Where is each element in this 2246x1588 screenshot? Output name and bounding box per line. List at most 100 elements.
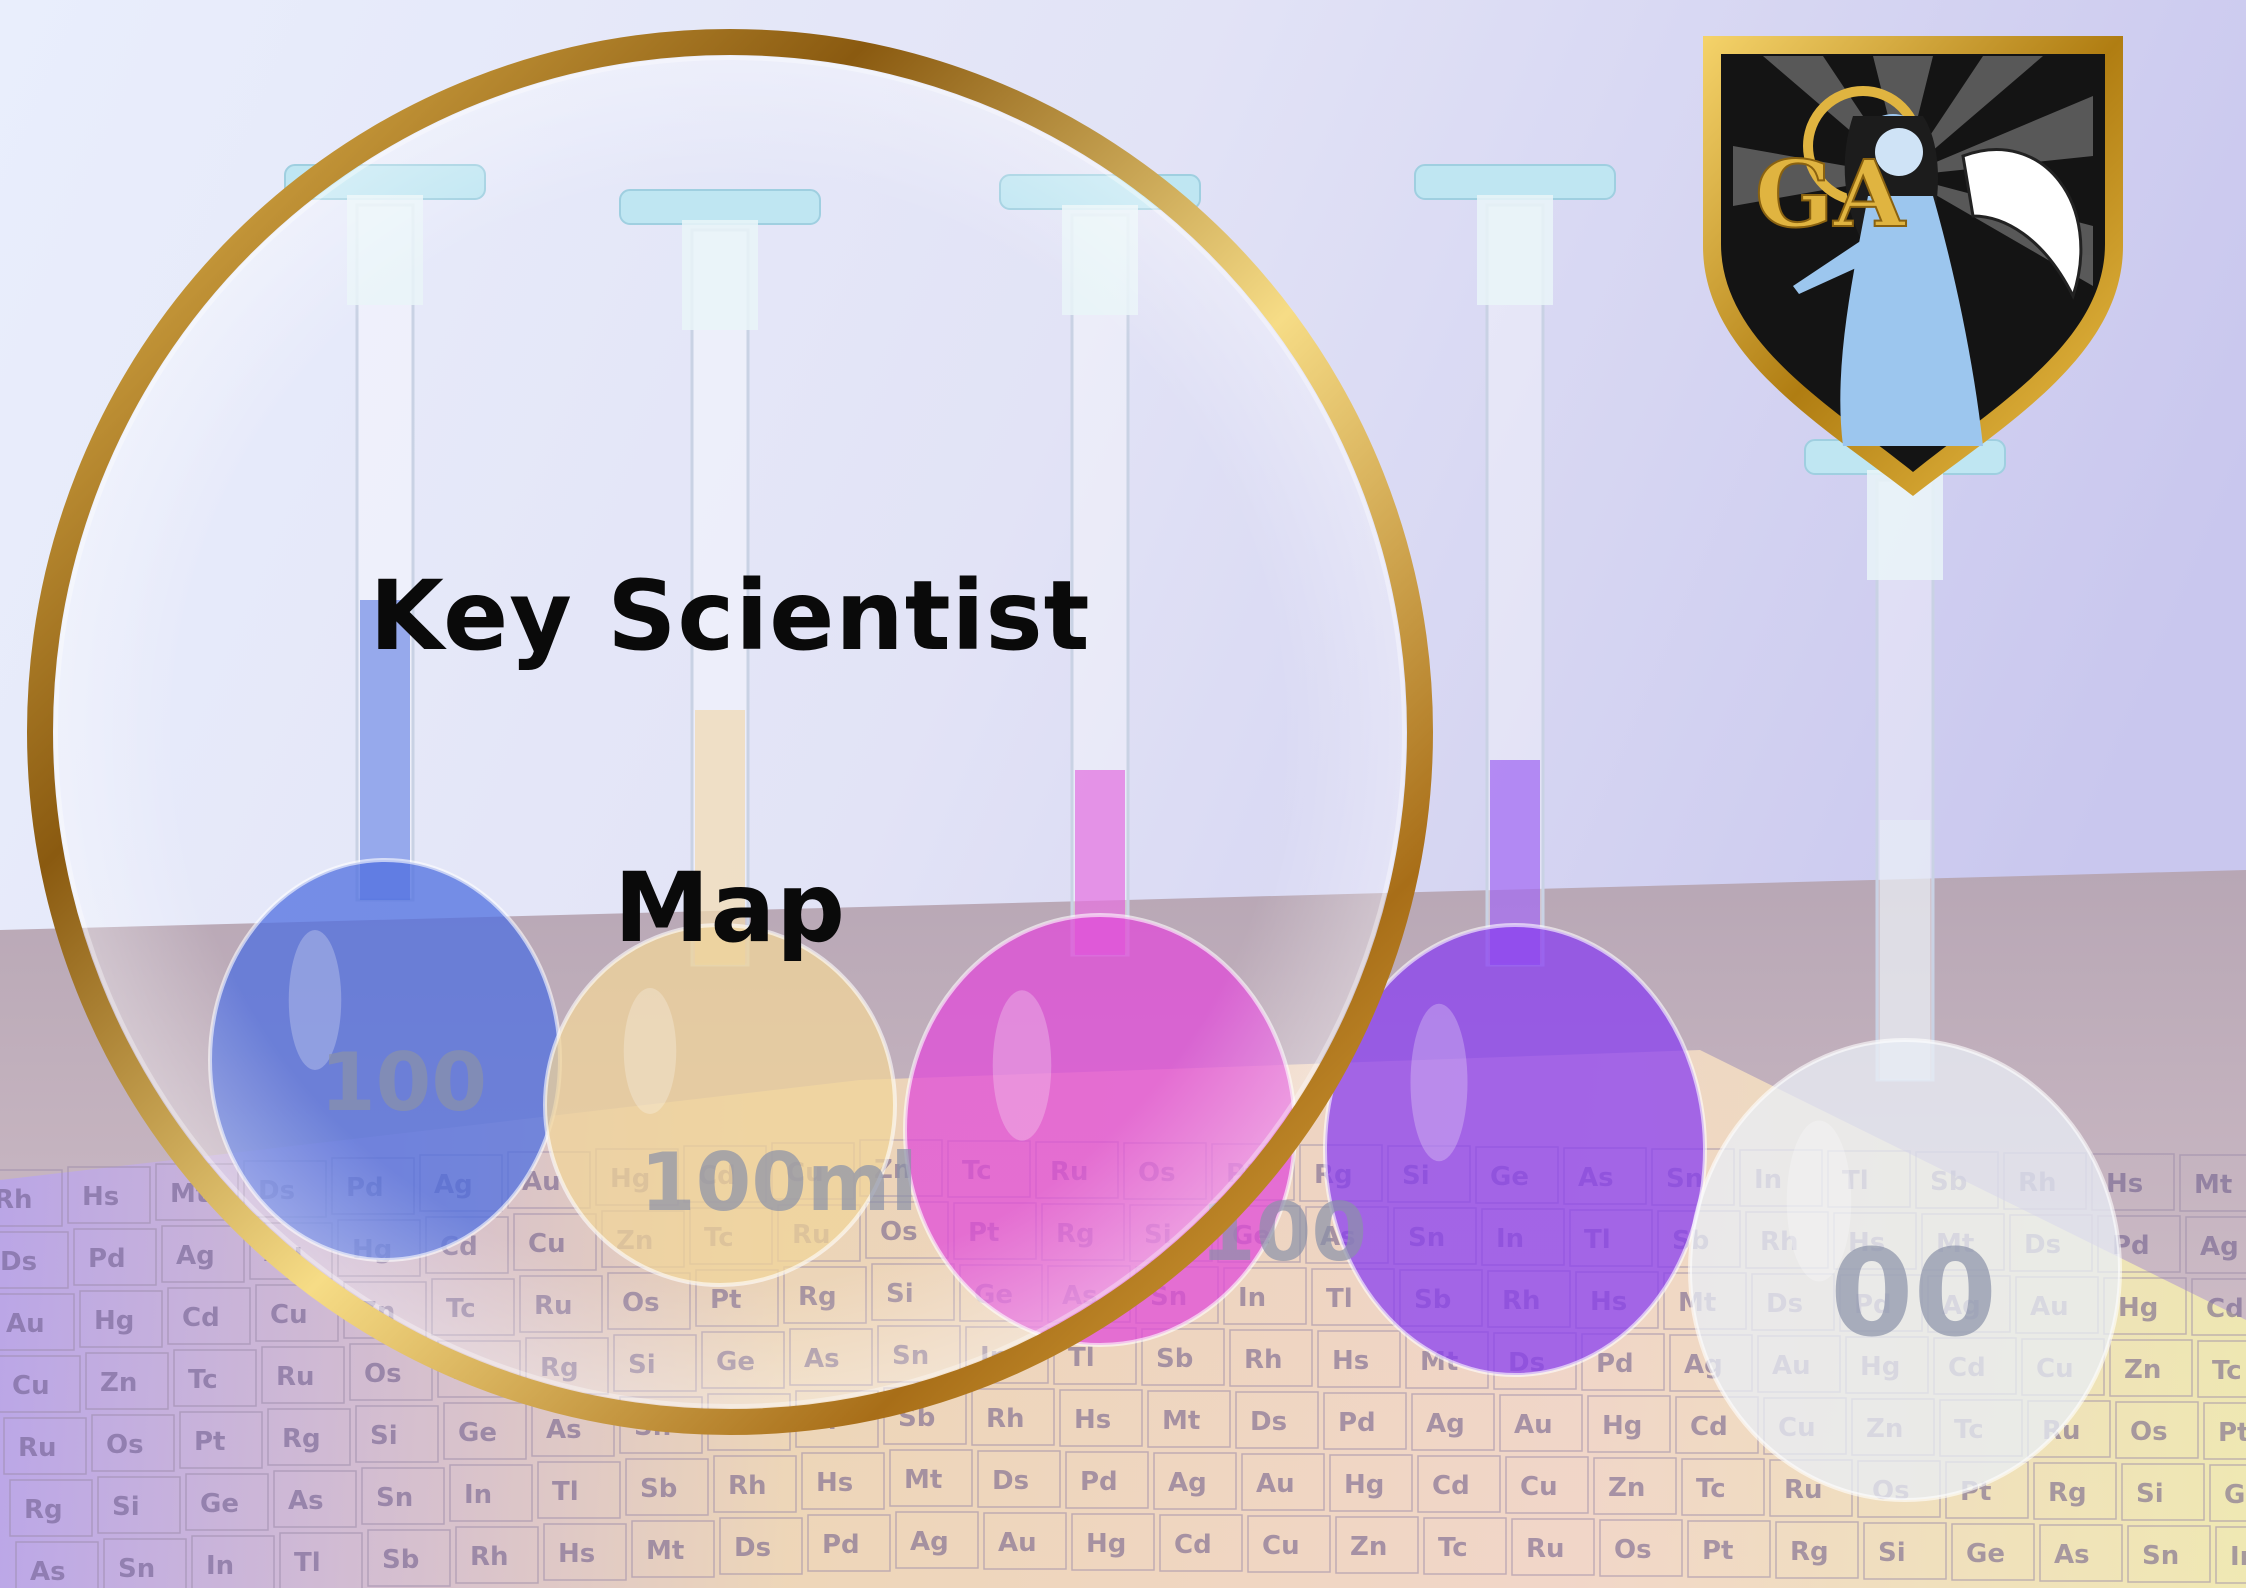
periodic-cell: Ru <box>3 1417 87 1475</box>
svg-text:Rh: Rh <box>1244 1345 1283 1375</box>
svg-text:Ag: Ag <box>176 1241 215 1271</box>
poster-title-line-2: Map <box>613 852 847 964</box>
periodic-cell: Cu <box>1247 1515 1331 1573</box>
periodic-cell: Tc <box>173 1349 257 1407</box>
svg-text:Rh: Rh <box>728 1471 767 1501</box>
periodic-cell: Pt <box>1687 1520 1771 1578</box>
periodic-cell: Pd <box>73 1228 157 1286</box>
periodic-cell: Pt <box>2203 1402 2246 1460</box>
periodic-cell: In <box>191 1535 275 1588</box>
svg-text:Os: Os <box>364 1359 402 1389</box>
periodic-cell: Ag <box>2185 1216 2246 1274</box>
periodic-cell: Rg <box>1775 1521 1859 1579</box>
svg-text:Pd: Pd <box>822 1530 860 1560</box>
periodic-cell: Hs <box>801 1452 885 1510</box>
svg-text:Cd: Cd <box>1432 1471 1470 1501</box>
svg-text:Tl: Tl <box>1326 1284 1353 1314</box>
flask-volume-label: 00 <box>1830 1225 1997 1364</box>
periodic-cell: Hg <box>1071 1513 1155 1571</box>
periodic-cell: Rg <box>9 1479 93 1537</box>
svg-text:Rg: Rg <box>2048 1478 2087 1508</box>
svg-text:Sb: Sb <box>382 1545 419 1575</box>
svg-text:Hs: Hs <box>816 1468 853 1498</box>
periodic-cell: Au <box>0 1293 75 1351</box>
svg-text:Cd: Cd <box>1690 1412 1728 1442</box>
svg-text:In: In <box>2230 1542 2246 1572</box>
periodic-cell: Hs <box>543 1523 627 1581</box>
svg-text:Tc: Tc <box>1438 1533 1468 1563</box>
svg-text:Hg: Hg <box>1602 1411 1642 1441</box>
periodic-cell: Ds <box>719 1517 803 1575</box>
periodic-cell: Ge <box>1951 1523 2035 1581</box>
svg-text:Pd: Pd <box>1338 1408 1376 1438</box>
svg-text:Ge: Ge <box>200 1489 239 1519</box>
periodic-cell: Cu <box>1505 1456 1589 1514</box>
svg-text:Ag: Ag <box>1168 1468 1207 1498</box>
periodic-cell: Ru <box>1511 1518 1595 1576</box>
periodic-cell: Si <box>97 1476 181 1534</box>
svg-text:Hs: Hs <box>2106 1169 2143 1199</box>
periodic-cell: In <box>2215 1526 2246 1584</box>
periodic-cell: Au <box>983 1512 1067 1570</box>
svg-text:Sn: Sn <box>376 1483 413 1513</box>
periodic-cell: Zn <box>1335 1516 1419 1574</box>
svg-text:Rg: Rg <box>1790 1537 1829 1567</box>
svg-text:Au: Au <box>1514 1410 1553 1440</box>
svg-text:Pd: Pd <box>88 1244 126 1274</box>
flask-clear <box>1688 439 2122 1502</box>
svg-text:Hg: Hg <box>2118 1293 2158 1323</box>
periodic-cell: Rh <box>1229 1329 1313 1387</box>
svg-text:Hs: Hs <box>558 1539 595 1569</box>
svg-text:Sn: Sn <box>118 1554 155 1584</box>
svg-text:Sb: Sb <box>1156 1344 1193 1374</box>
periodic-cell: Tl <box>279 1532 363 1588</box>
periodic-cell: Au <box>1499 1394 1583 1452</box>
svg-text:Hs: Hs <box>1074 1405 1111 1435</box>
svg-text:Au: Au <box>6 1309 45 1339</box>
periodic-cell: Zn <box>1593 1457 1677 1515</box>
svg-text:Cd: Cd <box>2206 1294 2244 1324</box>
svg-text:Ds: Ds <box>1250 1407 1287 1437</box>
periodic-cell: Tc <box>2197 1340 2246 1398</box>
svg-text:Tl: Tl <box>552 1477 579 1507</box>
svg-text:Ge: Ge <box>1966 1539 2005 1569</box>
svg-text:Ag: Ag <box>2200 1232 2239 1262</box>
periodic-cell: Rh <box>455 1526 539 1584</box>
periodic-cell: Mt <box>1147 1390 1231 1448</box>
svg-text:Zn: Zn <box>1608 1473 1645 1503</box>
angel-figure <box>1793 114 2083 446</box>
periodic-cell: Mt <box>2179 1154 2246 1212</box>
periodic-cell: Pd <box>1581 1333 1665 1391</box>
periodic-cell: Cd <box>1159 1514 1243 1572</box>
svg-text:Ds: Ds <box>734 1533 771 1563</box>
periodic-cell: Tc <box>1681 1458 1765 1516</box>
periodic-cell: Hs <box>1317 1330 1401 1388</box>
svg-text:Cd: Cd <box>1174 1530 1212 1560</box>
periodic-cell: Rh <box>971 1388 1055 1446</box>
svg-text:Hg: Hg <box>1086 1529 1126 1559</box>
svg-text:Os: Os <box>1614 1535 1652 1565</box>
svg-text:Si: Si <box>2136 1479 2164 1509</box>
svg-text:Si: Si <box>370 1421 398 1451</box>
svg-text:Ds: Ds <box>992 1466 1029 1496</box>
periodic-cell: As <box>531 1399 615 1457</box>
svg-text:Hg: Hg <box>1344 1470 1384 1500</box>
svg-text:Tc: Tc <box>188 1365 218 1395</box>
periodic-cell: Mt <box>631 1520 715 1578</box>
periodic-cell: Sn <box>103 1538 187 1588</box>
svg-text:As: As <box>546 1415 582 1445</box>
periodic-cell: Sb <box>1141 1328 1225 1386</box>
periodic-cell: Hs <box>67 1166 151 1224</box>
periodic-cell: Zn <box>2109 1339 2193 1397</box>
periodic-cell: Ag <box>161 1225 245 1283</box>
periodic-cell: Ds <box>0 1231 69 1289</box>
svg-text:Pd: Pd <box>1596 1349 1634 1379</box>
periodic-cell: Ds <box>977 1450 1061 1508</box>
svg-text:As: As <box>2054 1540 2090 1570</box>
svg-text:Os: Os <box>2130 1417 2168 1447</box>
svg-text:Mt: Mt <box>1162 1406 1200 1436</box>
periodic-cell: Tl <box>1053 1327 1137 1385</box>
crest-monogram: GA <box>1755 140 1907 248</box>
svg-text:Hs: Hs <box>1332 1346 1369 1376</box>
svg-text:Rh: Rh <box>0 1185 33 1215</box>
